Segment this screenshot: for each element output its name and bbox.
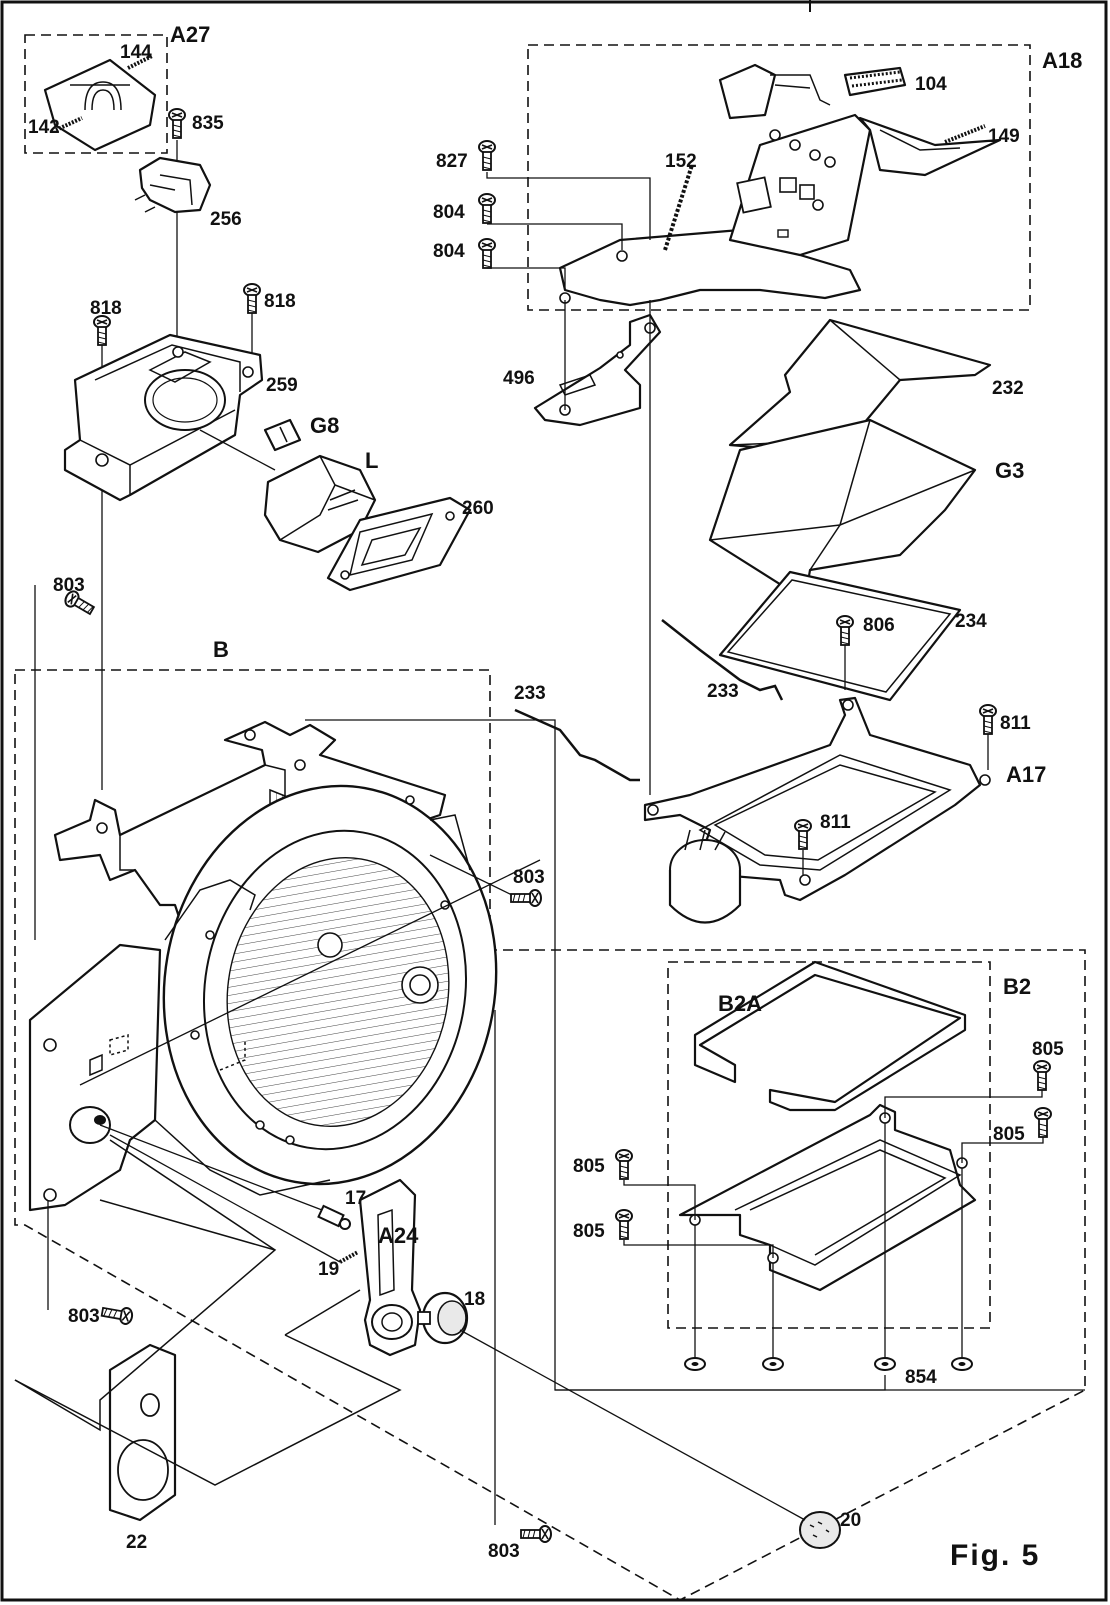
pin-17 bbox=[317, 1204, 351, 1230]
clip-256 bbox=[134, 156, 212, 214]
camera-body-b bbox=[28, 720, 498, 1212]
label-18: 18 bbox=[464, 1289, 485, 1310]
screw-805-right bbox=[1034, 1107, 1052, 1138]
washer-854-4 bbox=[951, 1357, 973, 1371]
cover-plate-22 bbox=[108, 1343, 177, 1522]
label-a17: A17 bbox=[1006, 762, 1046, 787]
label-854: 854 bbox=[905, 1367, 937, 1388]
screw-804-lower bbox=[478, 238, 496, 269]
screw-827 bbox=[478, 140, 496, 171]
a18-flex-circuit-board bbox=[558, 63, 1002, 307]
label-233-left: 233 bbox=[514, 683, 546, 704]
bracket-496 bbox=[533, 313, 662, 427]
knob-18 bbox=[417, 1291, 469, 1345]
label-835: 835 bbox=[192, 113, 224, 134]
screw-835 bbox=[168, 108, 186, 139]
screw-805-upper-right bbox=[1033, 1060, 1051, 1091]
spring-233-left bbox=[514, 708, 640, 782]
label-805-lower-left: 805 bbox=[573, 1221, 605, 1242]
pin-19 bbox=[339, 1250, 359, 1264]
label-b2: B2 bbox=[1003, 974, 1031, 999]
label-142: 142 bbox=[28, 117, 60, 138]
b-group-outline bbox=[14, 669, 1086, 1601]
label-g8: G8 bbox=[310, 413, 339, 438]
b2-group-box bbox=[667, 961, 991, 1329]
label-g3: G3 bbox=[995, 458, 1024, 483]
label-152: 152 bbox=[665, 151, 697, 172]
label-233-right: 233 bbox=[707, 681, 739, 702]
screw-805-upper-left bbox=[615, 1149, 633, 1180]
a27-group-box bbox=[24, 34, 168, 154]
label-17: 17 bbox=[345, 1188, 366, 1209]
pin-142 bbox=[55, 116, 83, 132]
label-20: 20 bbox=[840, 1510, 861, 1531]
pin-144 bbox=[127, 54, 153, 70]
label-256: 256 bbox=[210, 209, 242, 230]
frame-234 bbox=[718, 570, 962, 702]
label-805-upper-left: 805 bbox=[573, 1156, 605, 1177]
lever-a24 bbox=[358, 1178, 422, 1357]
screw-805-lower-left bbox=[615, 1209, 633, 1240]
label-805-right: 805 bbox=[993, 1124, 1025, 1145]
label-b2a: B2A bbox=[718, 991, 762, 1016]
screw-803-lower-left bbox=[99, 1302, 135, 1326]
label-803-lower-left: 803 bbox=[68, 1306, 100, 1327]
washer-854-3 bbox=[874, 1357, 896, 1371]
label-818-left: 818 bbox=[90, 298, 122, 319]
pin-149 bbox=[944, 124, 986, 144]
label-496: 496 bbox=[503, 368, 535, 389]
label-803-right: 803 bbox=[513, 867, 545, 888]
label-804-lower: 804 bbox=[433, 241, 465, 262]
washer-854-1 bbox=[684, 1357, 706, 1371]
a27-spring-plate bbox=[43, 58, 157, 152]
lens-g8 bbox=[263, 418, 302, 452]
label-a24: A24 bbox=[378, 1223, 419, 1248]
screw-818-left bbox=[93, 315, 111, 346]
figure-title: Fig. 5 bbox=[950, 1539, 1040, 1572]
eyepiece-housing-259 bbox=[63, 333, 264, 502]
label-818-right: 818 bbox=[264, 291, 296, 312]
label-804-upper: 804 bbox=[433, 202, 465, 223]
washer-854-2 bbox=[762, 1357, 784, 1371]
label-b: B bbox=[213, 637, 229, 662]
label-22: 22 bbox=[126, 1532, 147, 1553]
pentaprism-g3 bbox=[708, 418, 977, 602]
label-259: 259 bbox=[266, 375, 298, 396]
cap-20 bbox=[799, 1511, 841, 1549]
screw-811-right bbox=[979, 704, 997, 735]
frame-b2 bbox=[678, 1103, 977, 1292]
label-149: 149 bbox=[988, 126, 1020, 147]
label-l: L bbox=[365, 448, 378, 473]
gasket-b2a bbox=[693, 960, 967, 1112]
label-234: 234 bbox=[955, 611, 987, 632]
label-811-right: 811 bbox=[1000, 713, 1031, 734]
label-260: 260 bbox=[462, 498, 494, 519]
screw-818-right bbox=[243, 283, 261, 314]
screw-803-bottom bbox=[520, 1525, 552, 1543]
label-19: 19 bbox=[318, 1259, 339, 1280]
spring-233-right bbox=[661, 619, 784, 701]
label-232: 232 bbox=[992, 378, 1024, 399]
label-803-upper: 803 bbox=[53, 575, 85, 596]
label-805-upper-right: 805 bbox=[1032, 1039, 1064, 1060]
label-144: 144 bbox=[120, 42, 152, 63]
label-806: 806 bbox=[863, 615, 895, 636]
mirror-box-a17 bbox=[643, 696, 991, 924]
label-827: 827 bbox=[436, 151, 468, 172]
label-803-bottom: 803 bbox=[488, 1541, 520, 1562]
screw-804-upper bbox=[478, 193, 496, 224]
label-811-center: 811 bbox=[820, 812, 851, 833]
eyecup-frame-260 bbox=[326, 496, 472, 592]
label-a27: A27 bbox=[170, 22, 210, 47]
screw-803-right bbox=[510, 889, 542, 907]
label-a18: A18 bbox=[1042, 48, 1082, 73]
label-104: 104 bbox=[915, 74, 947, 95]
connector-104 bbox=[843, 66, 907, 97]
